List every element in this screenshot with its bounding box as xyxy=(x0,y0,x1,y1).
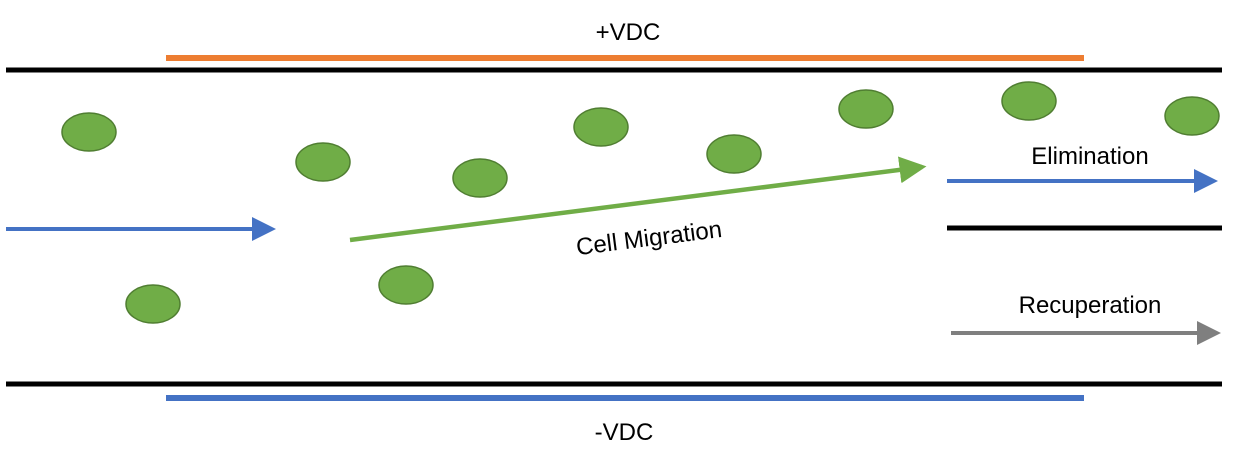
cells xyxy=(61,81,1220,324)
cell xyxy=(706,134,762,174)
cell xyxy=(573,107,629,147)
elimination-label: Elimination xyxy=(1031,143,1148,170)
positive-electrode-label: +VDC xyxy=(596,19,661,46)
cell xyxy=(838,89,894,129)
cell xyxy=(125,284,181,324)
cell xyxy=(61,112,117,152)
cell xyxy=(452,158,508,198)
recuperation-label: Recuperation xyxy=(1019,292,1162,319)
cell xyxy=(378,265,434,305)
cell xyxy=(295,142,351,182)
cell xyxy=(1001,81,1057,121)
negative-electrode-label: -VDC xyxy=(595,419,654,446)
cell xyxy=(1164,96,1220,136)
cell-migration-arrow xyxy=(349,156,927,243)
cell-migration-label: Cell Migration xyxy=(575,216,724,261)
